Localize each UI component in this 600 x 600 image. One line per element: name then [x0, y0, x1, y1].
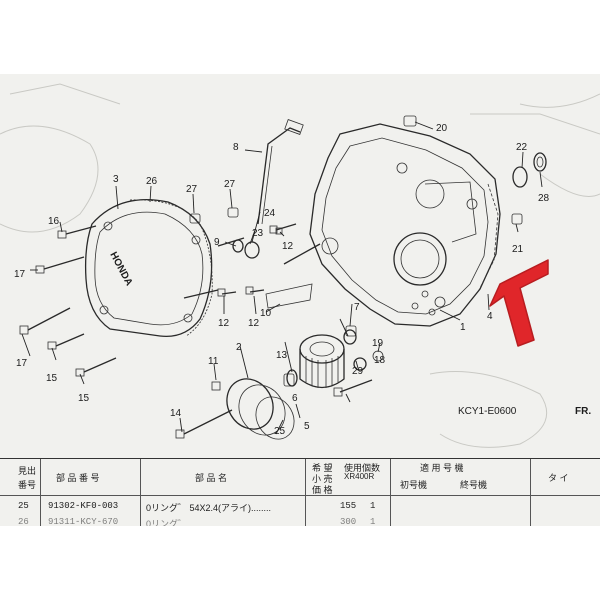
callout-6: 6	[292, 393, 298, 404]
leader-lines	[21, 121, 543, 435]
oil-filter-cover	[226, 378, 295, 440]
background-ghost-drawing	[0, 83, 600, 448]
callout-18: 18	[374, 355, 386, 366]
red-annotation-arrow	[489, 259, 549, 347]
header-first-frame: 初号機	[400, 480, 428, 490]
cover-gasket-4	[477, 183, 499, 293]
row-part-name-2: 0リング゛ ............	[146, 519, 220, 526]
callout-29: 29	[352, 366, 364, 377]
diagram-code: KCY1-E0600	[458, 406, 517, 417]
oil-filter	[299, 334, 345, 389]
row-qty: 1	[370, 501, 376, 511]
callout-14: 14	[170, 408, 182, 419]
callout-4: 4	[487, 311, 493, 322]
callout-5: 5	[304, 421, 310, 432]
header-qty-1: 使用個数	[344, 463, 381, 473]
callout-10: 10	[260, 308, 272, 319]
header-applicable: 適 用 号 機	[420, 463, 464, 473]
callout-12b: 12	[218, 318, 230, 329]
row-price: 155	[340, 501, 357, 511]
callout-16: 16	[48, 216, 60, 227]
callout-27a: 27	[186, 184, 198, 195]
small-parts	[19, 115, 547, 439]
callout-12c: 12	[248, 318, 260, 329]
header-price-2: 小 売	[312, 474, 333, 484]
cover-stamp: HONDA	[107, 250, 134, 288]
callout-28: 28	[538, 193, 550, 204]
parts-table: 見出 番号 部 品 番 号 部 品 名 希 望 小 売 価 格 使用個数 XR4…	[0, 458, 600, 526]
header-type: タ イ	[548, 473, 569, 483]
callout-numbers: 1 2 3 4 5 6 7 8 9 10 11 12 12 12 13 14 1…	[14, 123, 591, 437]
callout-21: 21	[512, 244, 524, 255]
callout-17b: 17	[16, 358, 28, 369]
right-crankcase-cover	[309, 123, 501, 327]
header-part-name: 部 品 名	[195, 473, 228, 483]
callout-7: 7	[354, 302, 360, 313]
cover-gasket	[129, 199, 213, 337]
callout-15a: 15	[46, 373, 58, 384]
header-price-1: 希 望	[312, 463, 333, 473]
callout-8: 8	[233, 142, 239, 153]
callout-25: 25	[274, 426, 286, 437]
header-qty-2: XR400R	[344, 472, 375, 481]
row-qty-2: 1	[370, 517, 376, 526]
callout-2: 2	[236, 342, 242, 353]
exploded-parts-diagram: HONDA	[0, 83, 600, 448]
row-price-2: 300	[340, 517, 357, 526]
callout-20: 20	[436, 123, 448, 134]
clutch-cover: HONDA	[84, 199, 213, 338]
callout-24: 24	[264, 208, 276, 219]
header-price-3: 価 格	[312, 485, 333, 495]
callout-27b: 27	[224, 179, 236, 190]
callout-9: 9	[214, 237, 220, 248]
row-part-number-2: 91311-KCY-670	[48, 517, 119, 526]
row-part-name: 0リング゛ 54X2.4(アライ)........	[146, 503, 272, 513]
row-ref-no-2: 26	[18, 517, 29, 526]
callout-12a: 12	[282, 241, 294, 252]
callout-19: 19	[372, 338, 384, 349]
front-marker: FR.	[575, 406, 591, 417]
callout-26: 26	[146, 176, 158, 187]
callout-3: 3	[113, 174, 119, 185]
row-part-number: 91302-KF0-003	[48, 501, 119, 511]
callout-17a: 17	[14, 269, 26, 280]
callout-23: 23	[252, 228, 264, 239]
callout-13: 13	[276, 350, 288, 361]
callout-15b: 15	[78, 393, 90, 404]
header-ref-no-2: 番号	[18, 480, 37, 490]
callout-22: 22	[516, 142, 528, 153]
kick-shaft	[257, 119, 304, 225]
parts-catalog-page: HONDA	[0, 74, 600, 526]
row-ref-no: 25	[18, 501, 29, 511]
callout-1: 1	[460, 322, 466, 333]
callout-11: 11	[208, 356, 219, 367]
header-ref-no-1: 見出	[18, 466, 37, 476]
header-part-number: 部 品 番 号	[56, 473, 100, 483]
header-last-frame: 終号機	[460, 480, 488, 490]
